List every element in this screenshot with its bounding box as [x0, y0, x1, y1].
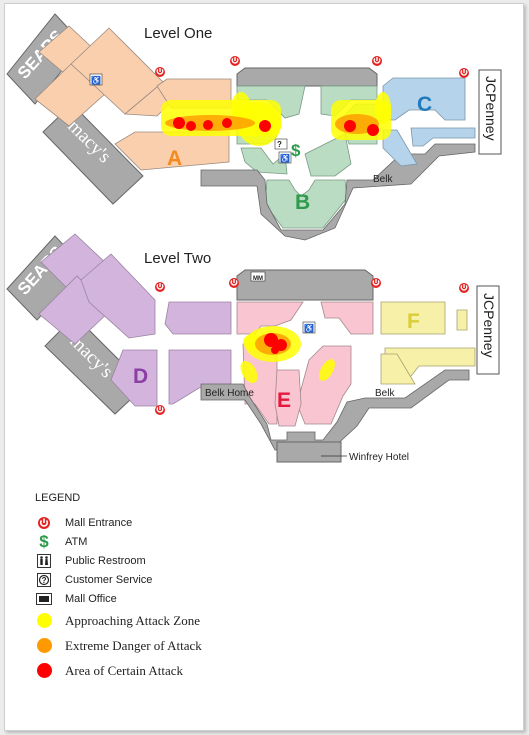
jcpenney-label: JCPenney — [481, 293, 497, 358]
legend-label: Public Restroom — [65, 554, 146, 567]
legend-zone-label: Area of Certain Attack — [65, 662, 184, 678]
mall-map: Level One SEARS macy's ♿ A ? — [6, 13, 502, 463]
mall-office-icon — [36, 592, 52, 605]
certain-attack-swatch — [36, 663, 52, 678]
store-area-f[interactable] — [380, 301, 476, 385]
jcpenney-anchor-l2[interactable]: JCPenney — [476, 285, 500, 375]
mall-entrance-icon — [458, 67, 470, 79]
legend-zone: Extreme Danger of Attack — [33, 633, 202, 658]
legend-item: Public Restroom — [33, 551, 202, 570]
restroom-icon: ♿ — [89, 73, 103, 86]
legend-zone-label: Approaching Attack Zone — [65, 612, 201, 628]
attack-zones-l2 — [240, 326, 335, 383]
belk-home-label: Belk Home — [205, 388, 254, 399]
approaching-zone-swatch — [36, 613, 52, 628]
svg-text:?: ? — [42, 576, 47, 585]
store-letter-c: C — [417, 93, 432, 116]
mall-entrance-icon — [228, 277, 240, 289]
jcpenney-anchor-l1[interactable]: JCPenney — [478, 69, 502, 155]
jcpenney-label: JCPenney — [483, 76, 499, 141]
store-letter-d: D — [133, 365, 148, 388]
extreme-danger-swatch — [36, 638, 52, 653]
restroom-icon — [37, 553, 51, 568]
level-two-title: Level Two — [144, 250, 211, 267]
legend-zone-label: Extreme Danger of Attack — [65, 637, 202, 653]
legend-title: LEGEND — [35, 492, 81, 504]
legend-zone: Approaching Attack Zone — [33, 608, 202, 633]
winfrey-hotel-label: Winfrey Hotel — [349, 452, 409, 463]
belk-label: Belk — [373, 174, 393, 185]
atm-icon: $ — [291, 141, 301, 160]
winfrey-hotel[interactable]: Winfrey Hotel — [276, 441, 409, 463]
mall-entrance-icon — [154, 281, 166, 293]
restroom-icon: ♿ — [302, 321, 316, 334]
mall-entrance-icon — [458, 282, 470, 294]
svg-text:MM: MM — [253, 276, 263, 282]
svg-text:♿: ♿ — [280, 153, 290, 163]
legend-label: ATM — [65, 535, 88, 548]
customer-service-icon: ? — [37, 572, 51, 587]
legend-item: Mall Office — [33, 589, 202, 608]
mall-entrance-icon — [38, 516, 50, 529]
legend-zone: Area of Certain Attack — [33, 658, 202, 683]
mall-entrance-icon — [370, 277, 382, 289]
mall-entrance-icon — [154, 404, 166, 416]
atm-icon: $ — [39, 531, 49, 551]
mall-entrance-icon — [229, 55, 241, 67]
svg-text:♿: ♿ — [91, 75, 101, 85]
store-letter-a: A — [167, 147, 182, 170]
mall-office-icon — [250, 271, 266, 282]
mall-entrance-icon — [371, 55, 383, 67]
level-one-title: Level One — [144, 25, 212, 42]
legend-label: Mall Office — [65, 592, 117, 605]
legend-item: ? Customer Service — [33, 570, 202, 589]
attack-zones-l1 — [161, 92, 391, 146]
legend-label: Mall Entrance — [65, 516, 133, 529]
legend-item: Mall Entrance — [33, 513, 202, 532]
center-anchor-l1 — [236, 67, 378, 87]
store-letter-f: F — [407, 310, 420, 333]
legend-label: Customer Service — [65, 573, 153, 586]
restroom-icon: ♿ — [278, 151, 292, 164]
svg-text:?: ? — [277, 140, 282, 149]
center-anchor-l2: MM — [236, 269, 374, 301]
belk-anchor-l1[interactable]: Belk — [200, 143, 476, 241]
legend: Mall Entrance $ ATM Public Restroom ? Cu… — [33, 513, 202, 683]
store-letter-e: E — [277, 389, 291, 412]
map-frame: Level One SEARS macy's ♿ A ? — [4, 3, 524, 731]
store-area-c[interactable] — [382, 77, 476, 167]
svg-text:♿: ♿ — [304, 323, 314, 333]
mall-entrance-icon — [154, 66, 166, 78]
store-area-d[interactable] — [38, 233, 232, 407]
customer-service-icon: ? — [274, 138, 288, 150]
store-letter-b: B — [295, 191, 310, 214]
belk-label-l2: Belk — [375, 388, 395, 399]
legend-item: $ ATM — [33, 532, 202, 551]
macys-anchor-l1[interactable]: macy's — [42, 103, 144, 205]
